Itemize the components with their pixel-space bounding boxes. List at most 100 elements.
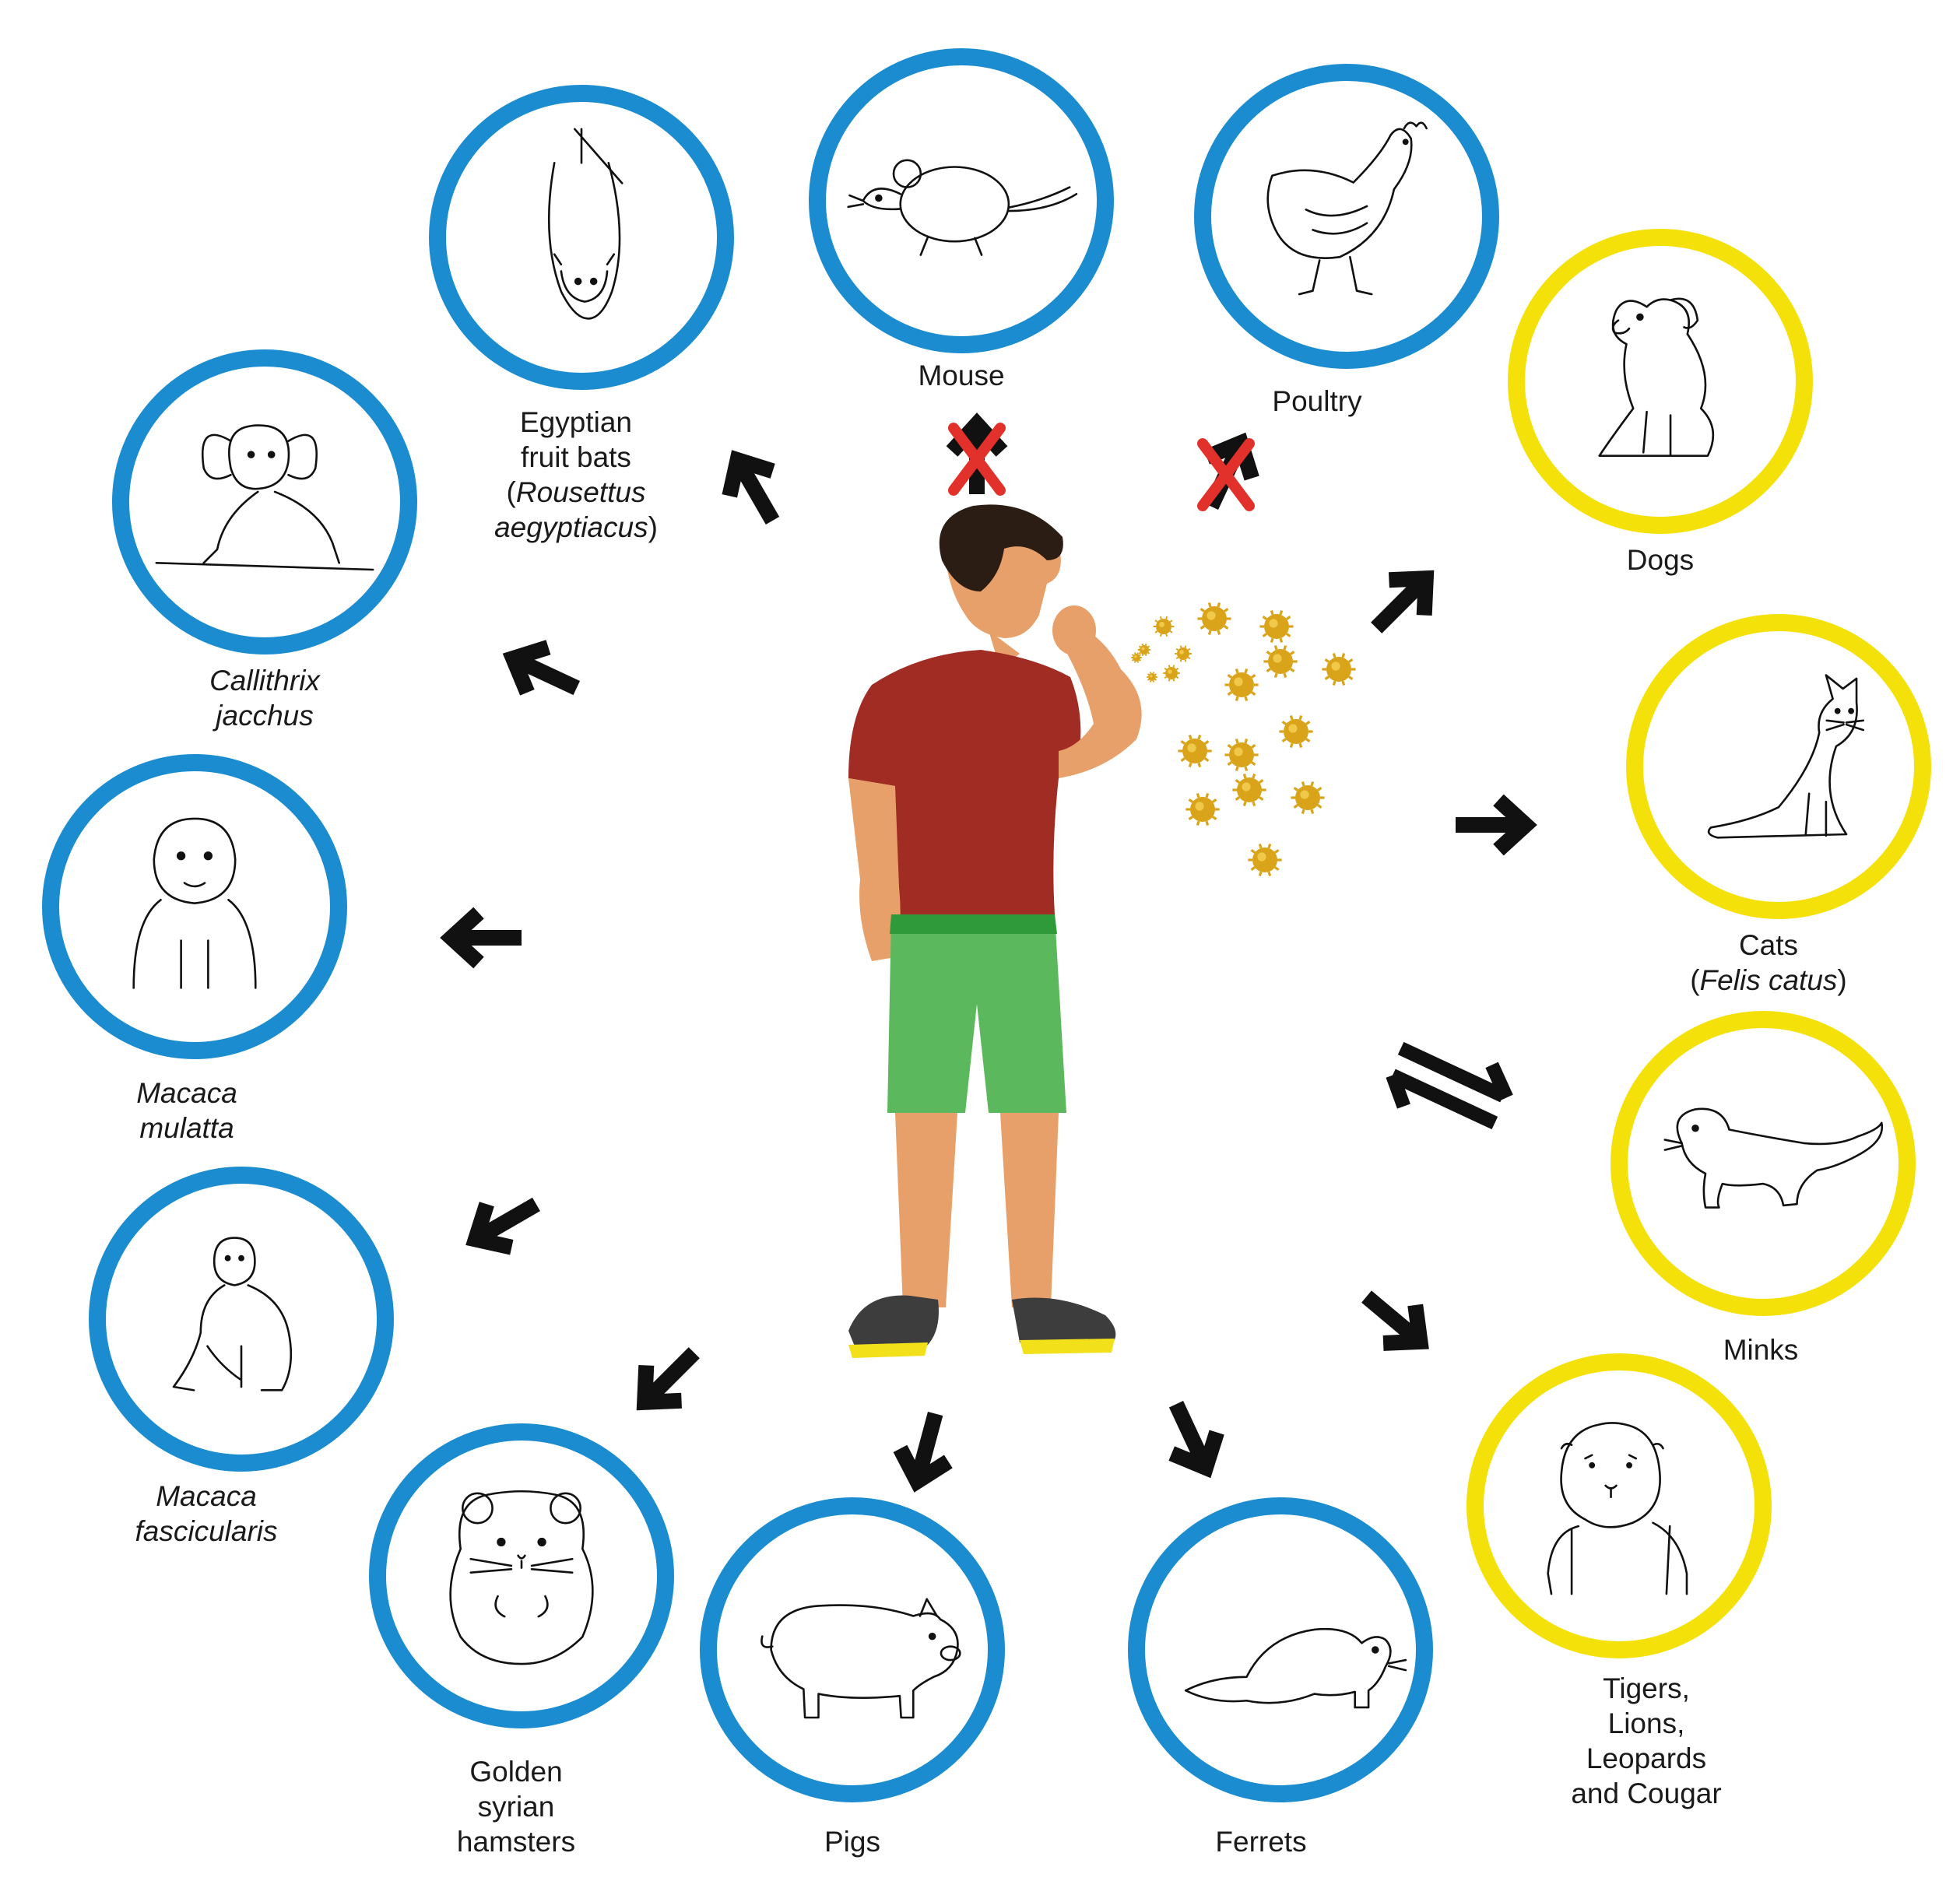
label-line: Dogs <box>1626 544 1695 576</box>
bidirectional-arrow-icon <box>1386 1041 1513 1130</box>
arrow-icon <box>636 1347 700 1411</box>
label-line: jacchus <box>216 700 314 732</box>
virus-particle-icon <box>1322 652 1356 686</box>
label-poultry: Poultry <box>1272 384 1361 419</box>
label-line: Golden <box>469 1756 563 1788</box>
lion-icon <box>1547 1422 1688 1595</box>
label-line: Mouse <box>918 360 1005 391</box>
label-line: Ferrets <box>1215 1826 1307 1858</box>
virus-particle-icon <box>1259 609 1294 644</box>
label-line: Leopards <box>1586 1742 1707 1774</box>
arrow-icon <box>502 640 581 696</box>
label-line: Tigers, <box>1603 1672 1690 1704</box>
blocked-cross-icon <box>1197 438 1255 511</box>
ferret-icon <box>1184 1627 1407 1709</box>
label-line: Macaca <box>136 1077 237 1109</box>
label-line: Poultry <box>1272 385 1362 417</box>
label-line: Lions, <box>1607 1707 1685 1739</box>
mink-icon <box>1663 1107 1884 1209</box>
virus-particle-icon <box>1178 734 1212 768</box>
virus-particle-icon <box>1224 668 1259 702</box>
label-line: and Cougar <box>1571 1777 1722 1809</box>
arrow-icon <box>1361 1290 1429 1351</box>
label-line: Egyptian <box>519 406 632 438</box>
ring-pigs <box>700 1497 1005 1802</box>
label-line: Pigs <box>824 1826 880 1858</box>
virus-particle-icon <box>1197 602 1231 636</box>
label-cats: Cats(Felis catus) <box>1690 928 1847 998</box>
ring-callithrix <box>112 349 417 654</box>
ring-bats <box>429 85 734 390</box>
virus-particle-icon <box>1248 843 1282 877</box>
arrow-icon <box>893 1411 953 1493</box>
label-line: fruit bats <box>521 441 631 473</box>
ring-cats <box>1626 614 1931 919</box>
virus-particle-icon <box>1263 644 1298 679</box>
ring-dogs <box>1508 229 1813 534</box>
label-line: Minks <box>1723 1334 1799 1366</box>
label-line: mulatta <box>139 1112 234 1144</box>
arrow-icon <box>1371 570 1435 633</box>
macaque-icon <box>172 1237 293 1391</box>
hamster-icon <box>449 1490 594 1665</box>
virus-particle-icon <box>1279 714 1313 749</box>
label-line: fascicularis <box>135 1515 278 1547</box>
cat-icon <box>1707 674 1865 839</box>
pig-icon <box>760 1598 961 1719</box>
mouse-icon <box>847 159 1078 256</box>
ring-macaca-fascicularis <box>89 1167 394 1472</box>
italic-text: aegyptiacus <box>494 511 648 543</box>
label-line: Callithrix <box>209 665 320 697</box>
arrow-icon <box>465 1197 540 1255</box>
label-ferrets: Ferrets <box>1215 1824 1306 1859</box>
chicken-icon <box>1266 121 1428 296</box>
arrow-icon <box>1168 1400 1224 1479</box>
italic-text: Rousettus <box>515 476 646 508</box>
blocked-cross-icon <box>948 423 1006 496</box>
virus-particle-icon <box>1147 672 1157 683</box>
ring-ferrets <box>1128 1497 1433 1802</box>
marmoset-icon <box>155 424 374 571</box>
ring-mouse <box>809 48 1114 353</box>
ring-big-cats <box>1466 1353 1772 1658</box>
person-figure <box>848 504 1142 1358</box>
label-mouse: Mouse <box>918 358 1004 393</box>
label-minks: Minks <box>1723 1332 1799 1367</box>
virus-particle-icon <box>1175 645 1192 662</box>
label-pigs: Pigs <box>824 1824 880 1859</box>
label-line: Cats <box>1738 929 1799 961</box>
label-line: syrian <box>477 1791 555 1823</box>
label-line: (Felis catus) <box>1690 964 1847 996</box>
virus-particle-icon <box>1137 643 1151 657</box>
ring-poultry <box>1194 64 1499 369</box>
virus-particle-icon <box>1185 792 1220 826</box>
label-line: aegyptiacus) <box>494 511 658 543</box>
label-line: (Rousettus <box>506 476 646 508</box>
virus-particle-icon <box>1291 781 1325 815</box>
virus-particle-icon <box>1224 738 1259 772</box>
bat-icon <box>547 128 623 320</box>
label-line: hamsters <box>456 1826 576 1858</box>
virus-particle-icon <box>1232 773 1266 807</box>
ring-macaca-mulatta <box>42 754 347 1059</box>
arrow-icon <box>722 450 780 525</box>
label-line: Macaca <box>156 1480 257 1512</box>
virus-particle-icon <box>1153 616 1175 637</box>
virus-particle-icon <box>1163 665 1180 682</box>
dog-icon <box>1598 297 1715 458</box>
arrow-icon <box>1456 794 1537 856</box>
ring-hamsters <box>369 1423 674 1728</box>
virus-particle-icon <box>1131 652 1142 663</box>
arrow-icon <box>440 907 522 969</box>
ring-minks <box>1611 1011 1916 1316</box>
monkey-icon <box>132 817 257 989</box>
